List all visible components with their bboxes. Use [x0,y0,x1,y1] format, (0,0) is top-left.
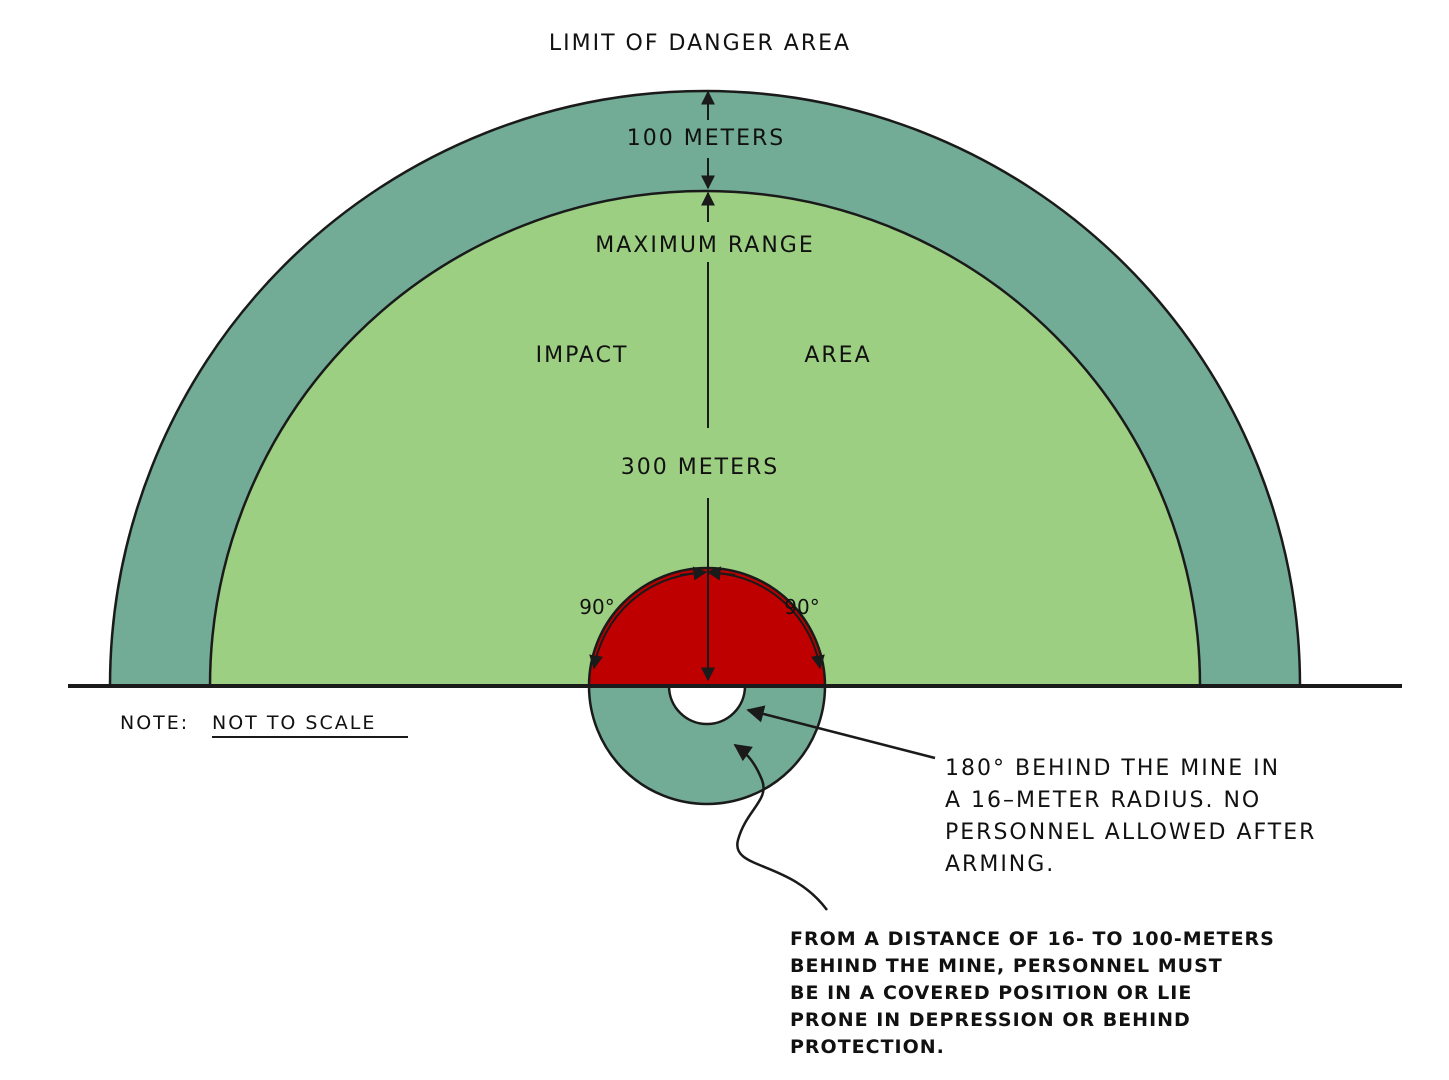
rear-no-personnel-zone [667,684,747,726]
note-text: NOT TO SCALE [212,712,376,734]
cover-callout-line: PROTECTION. [790,1036,945,1058]
angle-label-left: 90° [579,595,614,619]
range-label: 300 METERS [621,455,779,480]
angle-label-right: 90° [784,595,819,619]
outer-band-label: 100 METERS [627,126,785,151]
angle-arrow-top-right [679,566,708,581]
angle-arrow-top-left [706,566,736,581]
note-prefix: NOTE: [120,712,189,734]
backblast-callout-leader [746,705,936,760]
diagram-title: LIMIT OF DANGER AREA [549,31,851,56]
backblast-callout-line: PERSONNEL ALLOWED AFTER [945,820,1316,845]
cover-callout-leader [733,743,829,911]
cover-callout-line: BE IN A COVERED POSITION OR LIE [790,982,1192,1004]
cover-callout-line: PRONE IN DEPRESSION OR BEHIND [790,1009,1191,1031]
angle-arrow-right [715,572,825,670]
cover-callout-line: FROM A DISTANCE OF 16- TO 100-METERS [790,928,1275,950]
cover-callout: FROM A DISTANCE OF 16- TO 100-METERS BEH… [790,928,1275,1058]
impact-label-right: AREA [804,343,871,368]
backblast-callout: 180° BEHIND THE MINE IN A 16–METER RADIU… [945,756,1316,877]
backblast-callout-line: 180° BEHIND THE MINE IN [945,756,1280,781]
impact-area [208,189,1202,688]
impact-label-left: IMPACT [536,343,629,368]
cover-callout-line: BEHIND THE MINE, PERSONNEL MUST [790,955,1223,977]
backblast-callout-line: A 16–METER RADIUS. NO [945,788,1261,813]
max-range-label: MAXIMUM RANGE [595,233,815,258]
backblast-callout-line: ARMING. [945,852,1055,877]
